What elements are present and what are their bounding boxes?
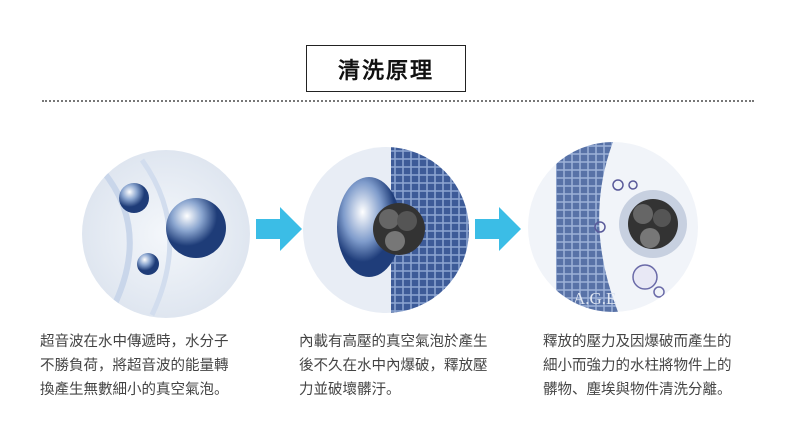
desc-line: 超音波在水中傳遞時，水分子 — [40, 334, 229, 350]
bubbles-icon — [99, 158, 226, 317]
step2-description: 內載有高壓的真空氣泡於產生 後不久在水中內爆破，釋放壓 力並破壞髒汙。 — [299, 330, 519, 402]
section-title: 清洗原理 — [306, 45, 466, 92]
desc-line: 力並破壞髒汙。 — [299, 382, 401, 398]
arrow-right-icon — [256, 207, 302, 251]
desc-line: 內載有高壓的真空氣泡於產生 — [299, 334, 488, 350]
desc-line: 不勝負荷，將超音波的能量轉 — [40, 358, 229, 374]
desc-line: 髒物、塵埃與物件清洗分離。 — [543, 382, 732, 398]
dotted-divider — [42, 100, 754, 102]
desc-line: 換產生無數細小的真空氣泡。 — [40, 382, 229, 398]
step3-description: 釋放的壓力及因爆破而產生的 細小而強力的水柱將物件上的 髒物、塵埃與物件清洗分離… — [543, 330, 763, 402]
implosion-icon — [337, 147, 469, 313]
desc-line: 後不久在水中內爆破，釋放壓 — [299, 358, 488, 374]
dirt-removal-icon: A.G.E — [556, 142, 687, 312]
step2-illustration-implosion — [303, 147, 469, 313]
step3-illustration-cleaning: A.G.E — [528, 142, 698, 312]
step1-illustration-vacuum-bubbles — [82, 150, 250, 318]
desc-line: 釋放的壓力及因爆破而產生的 — [543, 334, 732, 350]
arrow-right-icon — [475, 207, 521, 251]
watermark-logo: A.G.E — [573, 289, 616, 308]
step1-description: 超音波在水中傳遞時，水分子 不勝負荷，將超音波的能量轉 換產生無數細小的真空氣泡… — [40, 330, 260, 402]
desc-line: 細小而強力的水柱將物件上的 — [543, 358, 732, 374]
